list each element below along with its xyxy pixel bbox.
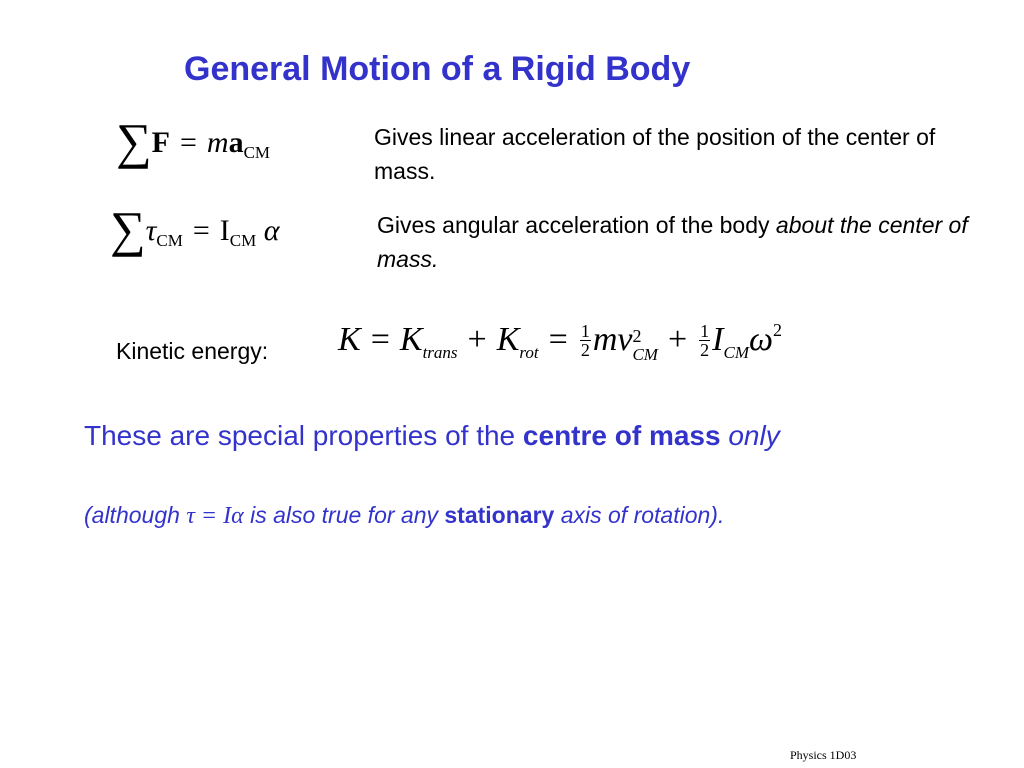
rot-subscript: rot: [519, 343, 539, 362]
fraction-numerator: 1: [579, 321, 591, 341]
newton-second-law-equation: ∑F = maCM: [116, 116, 270, 166]
torque-symbol: τ: [145, 214, 157, 247]
acceleration-symbol: a: [228, 126, 244, 159]
kinetic-energy-label: Kinetic energy:: [116, 338, 269, 364]
equals-sign: =: [192, 214, 210, 247]
cm-subscript: CM: [243, 143, 271, 162]
centre-of-mass-emphasis: centre of mass: [522, 420, 721, 451]
force-symbol: F: [151, 126, 170, 159]
k-symbol: K: [338, 321, 361, 358]
equals-sign: =: [548, 321, 568, 358]
special-prefix: These are special properties of the: [84, 420, 523, 451]
cm-subscript: CM: [156, 231, 183, 250]
inertia-symbol: I: [219, 214, 230, 247]
fraction-numerator: 1: [699, 321, 711, 341]
stationary-emphasis: stationary: [444, 502, 555, 528]
k-trans-symbol: K: [399, 321, 423, 358]
stationary-axis-note: (although τ = Iα is also true for any st…: [84, 502, 724, 530]
summation-symbol: ∑: [116, 113, 152, 169]
cm-subscript: CM: [229, 231, 257, 250]
angular-acceleration-description: Gives angular acceleration of the body a…: [377, 208, 977, 276]
angular-description-text: Gives angular acceleration of the body: [377, 212, 776, 238]
plus-sign: +: [667, 321, 688, 358]
alpha-symbol: α: [263, 214, 280, 247]
only-emphasis: only: [720, 420, 780, 451]
footer-course-label: Physics 1D03: [790, 748, 857, 762]
fraction-denominator: 2: [580, 340, 590, 360]
note-middle: is also true for any: [243, 502, 445, 528]
plus-sign: +: [467, 321, 487, 358]
torque-inertia-formula: τ = Iα: [186, 503, 244, 529]
equals-sign: =: [179, 126, 197, 159]
squared-exponent: 2: [632, 326, 642, 346]
cm-subscript: CM: [632, 345, 658, 364]
squared-exponent: 2: [773, 320, 782, 340]
cm-subscript: CM: [723, 343, 749, 362]
omega-symbol: ω: [748, 321, 773, 358]
inertia-symbol: I: [712, 321, 724, 358]
mass-symbol: m: [206, 126, 229, 159]
k-rot-symbol: K: [496, 321, 520, 358]
torque-equation: ∑τCM=ICM α: [110, 204, 280, 254]
fraction-denominator: 2: [700, 340, 710, 360]
note-open: (although: [84, 502, 187, 528]
linear-acceleration-description: Gives linear acceleration of the positio…: [374, 124, 936, 184]
mv-symbol: mv: [592, 321, 633, 358]
equals-sign: =: [370, 321, 390, 358]
note-close: axis of rotation).: [554, 502, 725, 528]
special-properties-statement: These are special properties of the cent…: [84, 420, 780, 452]
summation-symbol: ∑: [110, 201, 146, 257]
trans-subscript: trans: [422, 343, 458, 362]
angular-description-italic: about the center of mass.: [377, 212, 968, 272]
slide-title: General Motion of a Rigid Body: [184, 50, 691, 88]
